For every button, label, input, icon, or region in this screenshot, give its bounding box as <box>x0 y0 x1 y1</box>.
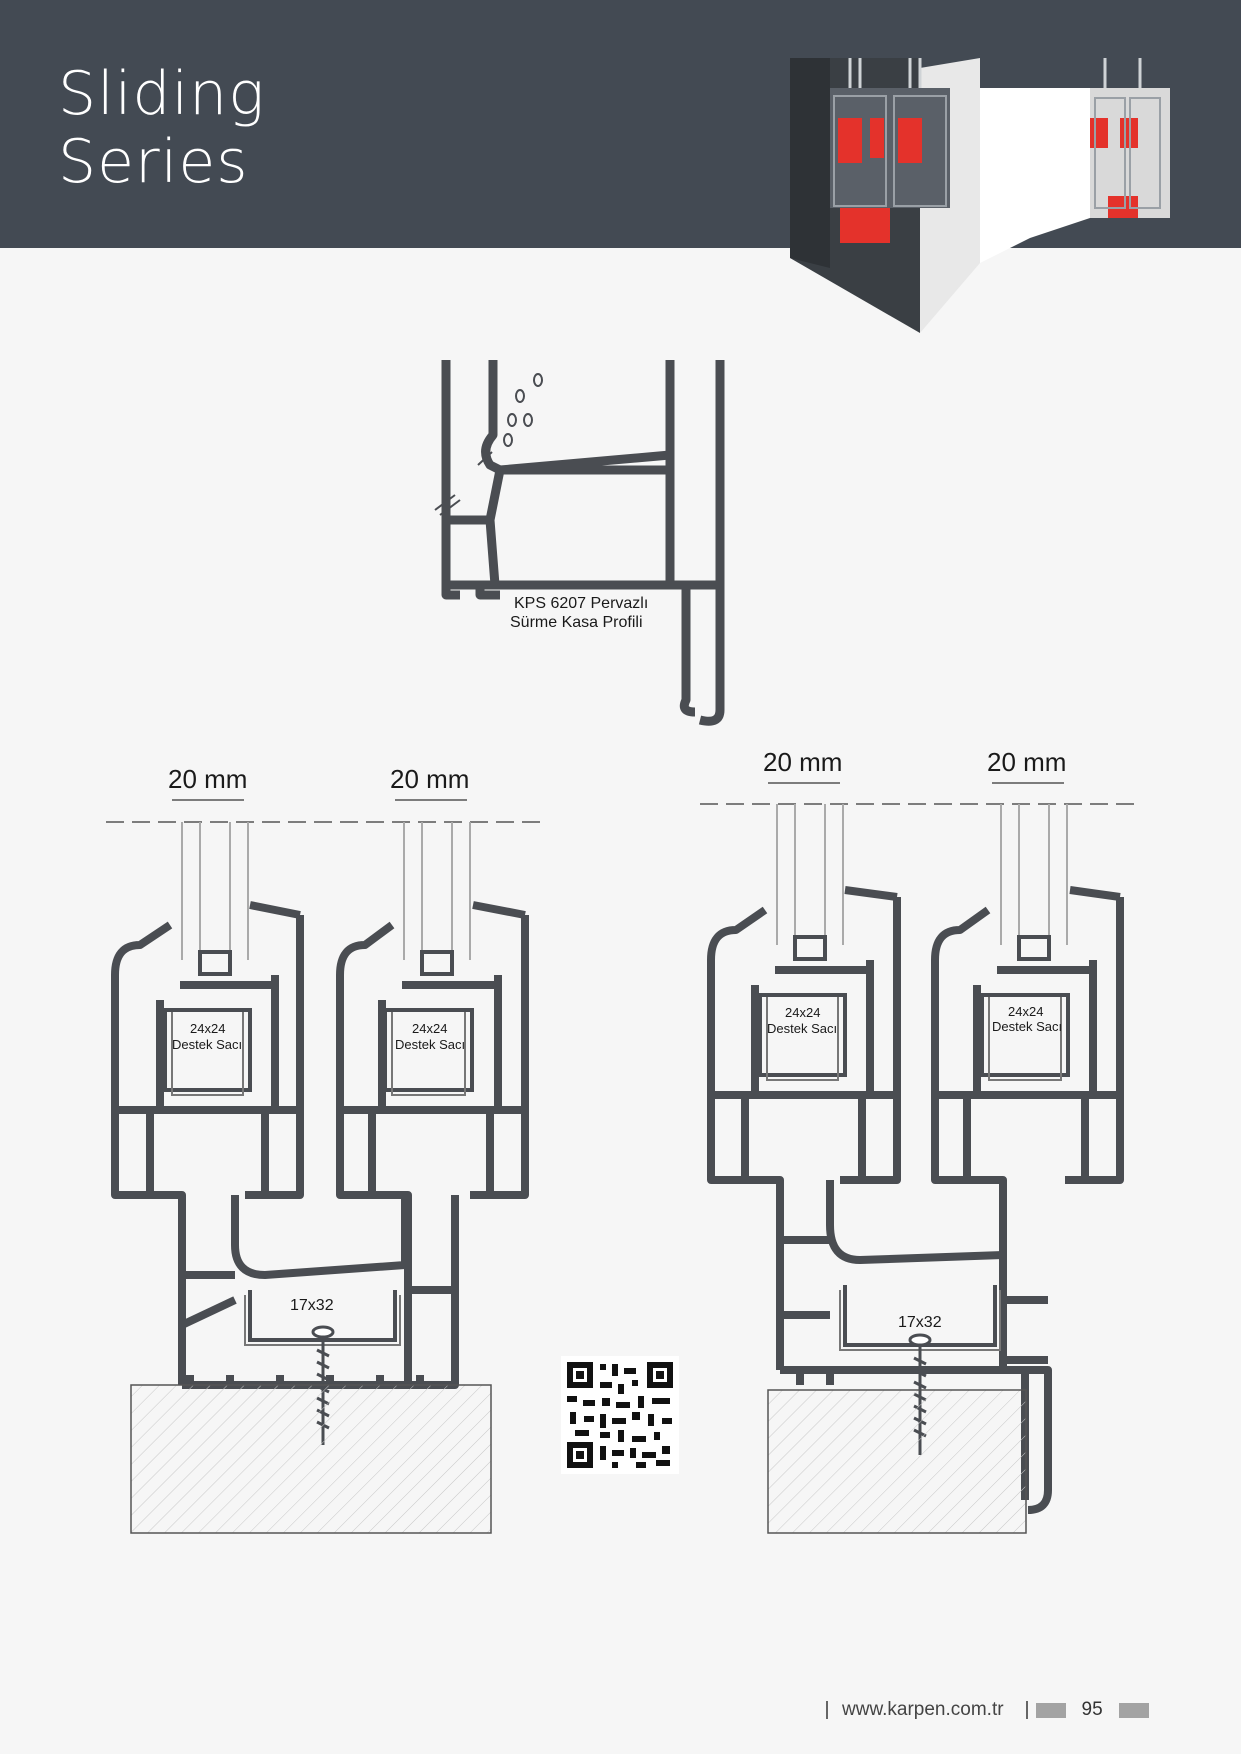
right-dim-1: 20 mm <box>763 747 842 777</box>
footer-bar-left <box>1035 1702 1066 1718</box>
footer-separator <box>1025 1701 1028 1719</box>
left-reinf-2-size: 24x24 <box>412 1021 447 1036</box>
left-reinf-1-name: Destek Sacı <box>172 1037 242 1052</box>
frame-profile-drawing <box>441 360 725 726</box>
left-reinf-1-size: 24x24 <box>190 1021 225 1036</box>
right-reinf-2-size: 24x24 <box>1008 1004 1043 1019</box>
footer-bar-right <box>1118 1702 1149 1718</box>
right-reinf-2-name: Destek Sacı <box>992 1019 1062 1034</box>
frame-profile-label-line1: KPS 6207 Pervazlı <box>514 595 648 612</box>
left-reinf-2-name: Destek Sacı <box>395 1037 465 1052</box>
right-reinf-1-size: 24x24 <box>785 1005 820 1020</box>
left-dim-2: 20 mm <box>390 764 469 794</box>
left-frame-reinf-size: 17x32 <box>290 1297 334 1314</box>
right-wall-block <box>767 1389 1027 1534</box>
left-dim-1: 20 mm <box>168 764 247 794</box>
left-section-drawing: 20 mm 20 mm <box>106 764 542 1534</box>
right-reinf-1-name: Destek Sacı <box>767 1021 837 1036</box>
series-title: Sliding Series <box>58 60 265 196</box>
left-wall-block <box>130 1384 492 1534</box>
qr-code <box>561 1356 679 1474</box>
page-footer: www.karpen.com.tr 95 <box>820 1697 1149 1723</box>
series-title-line1: Sliding <box>58 59 266 129</box>
footer-website[interactable]: www.karpen.com.tr <box>842 1699 1004 1720</box>
footer-separator <box>826 1701 828 1719</box>
page-number: 95 <box>1081 1699 1103 1720</box>
right-section-drawing: 20 mm 20 mm <box>700 747 1136 1534</box>
product-render-image <box>790 58 1170 333</box>
series-title-line2: Series <box>58 127 249 197</box>
frame-profile-label-line2: Sürme Kasa Profili <box>510 614 643 631</box>
right-dim-2: 20 mm <box>987 747 1066 777</box>
right-frame-reinf-size: 17x32 <box>898 1314 942 1331</box>
